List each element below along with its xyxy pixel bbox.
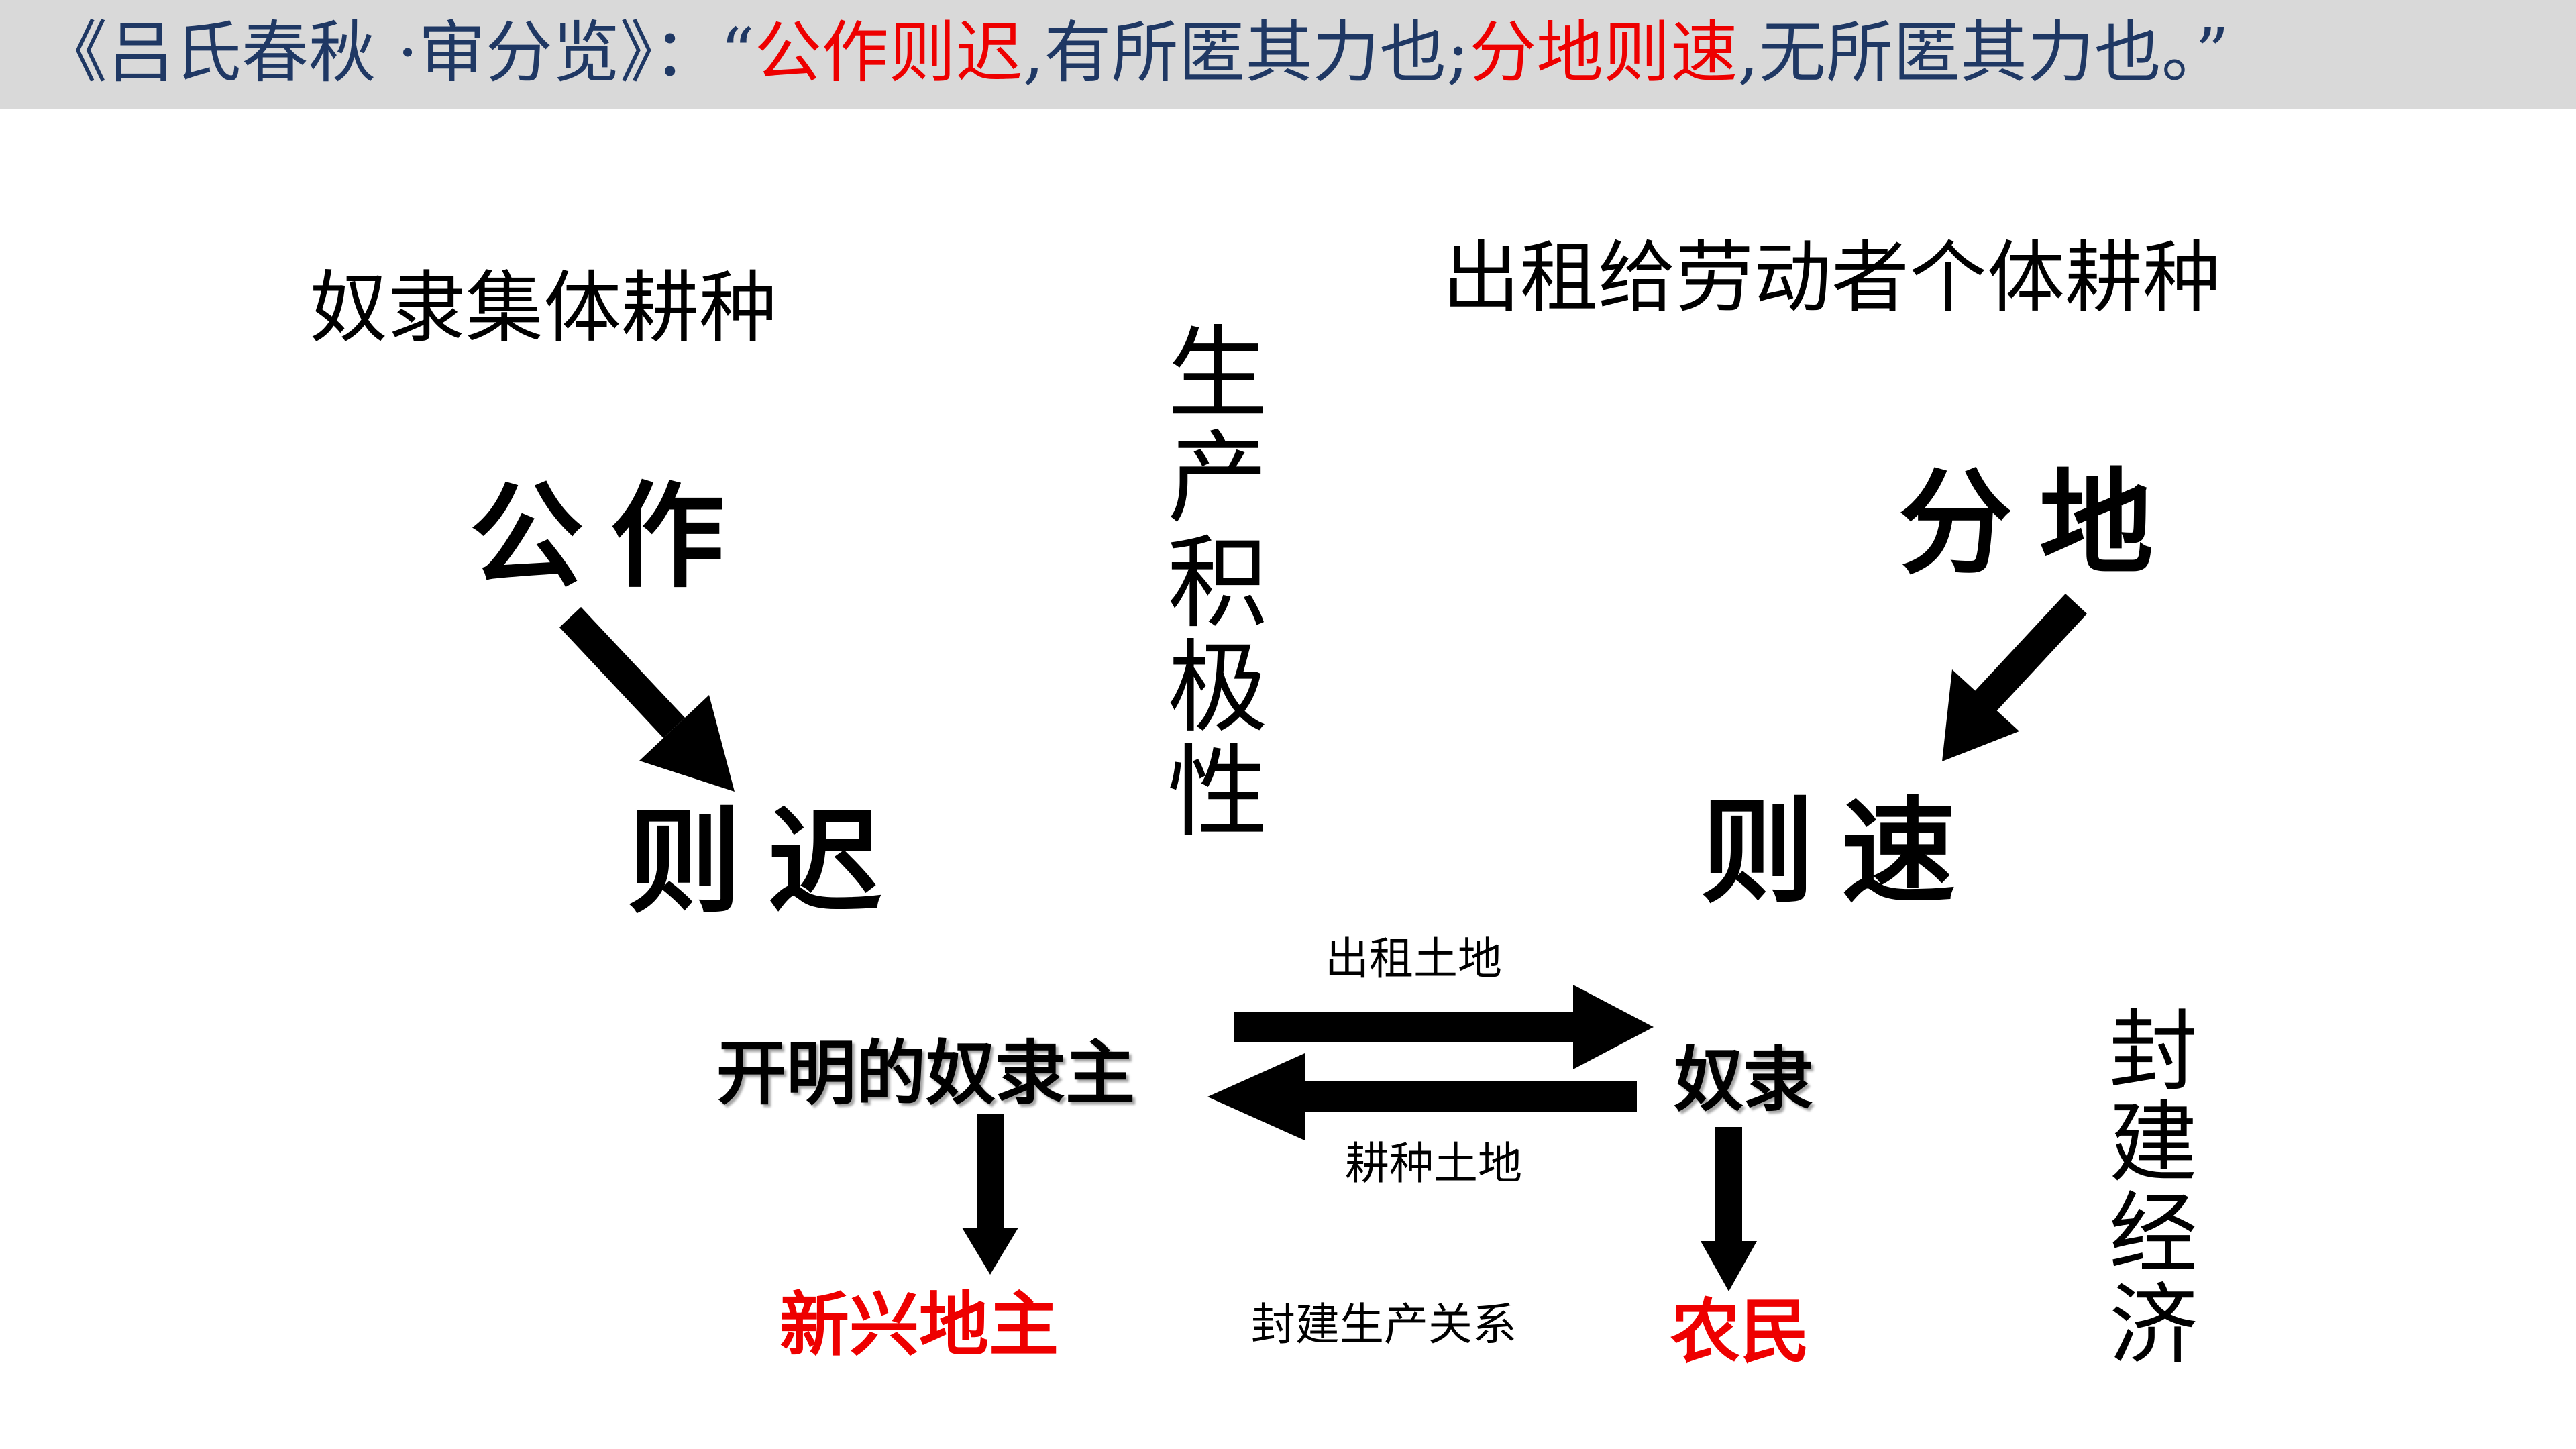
arrow-lease-land <box>1234 985 1654 1069</box>
quote-highlight-fast: 分地则速 <box>1469 13 1738 92</box>
left-top-word: 公作 <box>470 470 752 604</box>
arrow-to-landlord <box>962 1114 1018 1275</box>
left-bottom-word: 则迟 <box>627 795 910 929</box>
arrow-fast-down-left <box>1942 594 2088 761</box>
quote-middle: ,有所匿其力也; <box>1022 13 1470 92</box>
right-node: 奴隶 <box>1674 1039 1814 1121</box>
quote-highlight-slow: 公作则迟 <box>754 13 1023 92</box>
left-heading: 奴隶集体耕种 <box>310 263 777 354</box>
top-arrow-label: 出租土地 <box>1325 933 1502 985</box>
bottom-arrow-label: 耕种土地 <box>1345 1138 1522 1189</box>
relation-label: 封建生产关系 <box>1251 1299 1517 1350</box>
right-top-word: 分地 <box>1898 456 2181 590</box>
right-vertical-label: 封建经济 <box>2109 1000 2198 1377</box>
arrow-farm-land <box>1208 1053 1637 1140</box>
right-bottom-word: 则速 <box>1701 785 1983 919</box>
quote-prefix: 《吕氏春秋 ·审分览》：“ <box>40 13 755 92</box>
right-result: 农民 <box>1670 1291 1811 1373</box>
left-result: 新兴地主 <box>780 1284 1059 1366</box>
center-vertical-label: 生产积极性 <box>1167 316 1268 851</box>
quote-suffix: ,无所匿其力也。” <box>1737 13 2230 92</box>
arrow-to-peasant <box>1701 1127 1757 1291</box>
left-node: 开明的奴隶主 <box>716 1032 1136 1114</box>
right-heading: 出租给劳动者个体耕种 <box>1442 233 2220 323</box>
quote-banner: 《吕氏春秋 ·审分览》：“公作则迟,有所匿其力也;分地则速,无所匿其力也。” <box>0 0 2576 109</box>
quote-text: 《吕氏春秋 ·审分览》：“公作则迟,有所匿其力也;分地则速,无所匿其力也。” <box>40 9 2229 97</box>
arrow-slow-down-right <box>559 606 735 792</box>
